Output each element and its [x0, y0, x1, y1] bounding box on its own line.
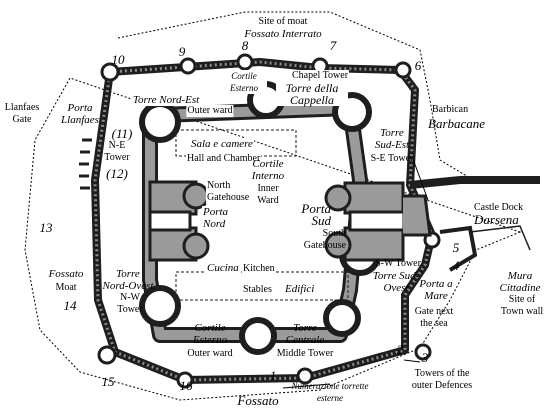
label-chapel-tower: Chapel Tower — [290, 70, 350, 82]
label-sw-tower: S-W Tower — [375, 258, 421, 269]
label-barbican: Barbican — [432, 104, 469, 115]
tower-number-8: 8 — [241, 38, 249, 53]
tower-number-1: 1 — [269, 368, 277, 383]
outer-wall-texture — [93, 60, 434, 382]
tower-number-10: 10 — [111, 52, 125, 67]
tower-number-9: 9 — [178, 44, 186, 59]
label-hall-and-chamber: Hall and Chamber — [186, 153, 262, 165]
tower-number-13: 13 — [39, 220, 53, 235]
llanfaes-gate-marks — [79, 138, 92, 190]
label-fossato-moat-it: Fossato — [48, 268, 84, 280]
label-torre-sud-ovest: Torre Sud-Ovest — [372, 270, 420, 294]
label-site-of-moat: Site of moat — [258, 16, 308, 27]
town-wall-site — [469, 225, 531, 251]
label-fossato-interrato: Fossato Interrato — [244, 28, 322, 40]
label-castle-dock: Castle Dock — [474, 202, 524, 213]
tower-number-6: 6 — [414, 58, 422, 73]
tower-number-12: (12) — [106, 166, 128, 181]
leader-lines — [282, 158, 429, 389]
label-llanfaes-gate: Llanfaes Gate — [4, 102, 40, 125]
label-porta-a-mare: Porta a Mare — [419, 278, 453, 302]
label-moat: Moat — [55, 282, 77, 293]
label-darsena: Darsena — [474, 212, 519, 227]
label-porta-nord: Porta Nord — [202, 206, 240, 230]
label-ne-tower: N-E Tower — [104, 140, 130, 163]
tower-number-11: (11) — [111, 126, 133, 141]
label-fossato-bottom: Fossato — [237, 393, 279, 408]
moat-outline — [24, 11, 540, 401]
barbican — [403, 194, 432, 237]
tower-number-2: 2 — [396, 342, 404, 357]
label-cortile-esterno-top: Cortile Esterno — [221, 70, 267, 94]
label-mura-cittadine: Mura Cittadine — [499, 270, 541, 294]
label-torre-nord-ovest: Torre Nord-Ovest — [102, 268, 154, 292]
label-gate-next-sea: Gate next the sea — [414, 306, 454, 329]
label-north-gatehouse: North Gatehouse — [206, 180, 254, 204]
label-south-gatehouse: South Gatehouse — [303, 228, 346, 251]
castle-dock-wall — [409, 176, 540, 189]
label-numerazione: Numerazione torrette esterne — [291, 381, 369, 403]
tower-number-5: 5 — [452, 240, 460, 255]
label-kitchen: Kitchen — [242, 263, 276, 275]
label-torre-nord-est: Torre Nord-Est — [131, 94, 201, 106]
tower-number-3: 3 — [421, 350, 429, 365]
label-porta-llanfaes: Porta Llanfaes — [61, 102, 99, 126]
tower-number-14: 14 — [63, 298, 77, 313]
label-torre-centrale: Torre Centrale — [285, 322, 325, 346]
label-edifici: Edifici — [284, 283, 316, 295]
label-torre-della-cappella: Torre della Cappella — [276, 82, 348, 106]
label-sala-e-camere: Sala e camere — [190, 138, 254, 150]
label-torre-sud-est: Torre Sud-Est — [374, 127, 410, 151]
label-stables: Stables — [242, 284, 273, 296]
label-porta-sud: Porta Sud — [301, 201, 331, 228]
label-site-town-wall: Site of Town wall — [500, 294, 544, 317]
label-towers-outer-defences: Towers of the outer Defences — [411, 368, 473, 391]
outer-towers — [97, 53, 441, 389]
tower-number-4: 4 — [452, 258, 460, 273]
label-nw-tower: N-W Tower — [117, 292, 143, 315]
label-barbacane: Barbacane — [428, 116, 486, 131]
label-cortile-interno: Cortile Interno — [251, 158, 285, 182]
tower-number-16: 16 — [179, 378, 193, 393]
north-gatehouse — [148, 180, 210, 262]
label-cortile-esterno-bottom: Cortile Esterno — [192, 322, 228, 346]
tower-number-7: 7 — [329, 38, 337, 53]
label-middle-tower: Middle Tower — [276, 348, 334, 359]
label-se-tower: S-E Tower — [370, 153, 414, 164]
label-outer-ward-bottom: Outer ward — [187, 348, 233, 359]
label-inner-ward: Inner Ward — [257, 183, 279, 206]
dock-basin — [439, 225, 478, 272]
label-outer-ward-top: Outer ward — [186, 105, 234, 117]
tower-number-15: 15 — [101, 374, 115, 389]
label-cucina: Cucina — [206, 262, 240, 274]
